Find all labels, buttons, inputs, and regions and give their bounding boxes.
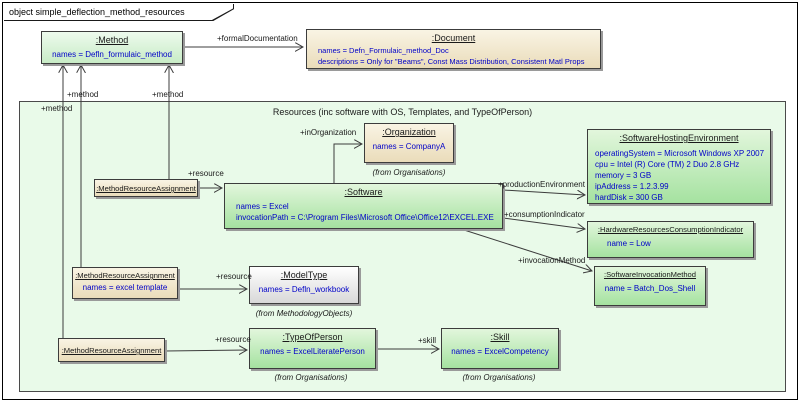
object-hosting-title: :SoftwareHostingEnvironment: [588, 130, 770, 143]
object-method-attr: names = Defln_formulaic_method: [42, 49, 182, 60]
object-document-attr: names = Defn_Formulaic_method_Doc: [307, 45, 600, 56]
diagram-tab: object simple_deflection_method_resource…: [4, 4, 234, 21]
object-software-invocation-method[interactable]: :SoftwareInvocationMethod name = Batch_D…: [594, 266, 706, 306]
object-organization-title: :Organization: [365, 124, 453, 137]
object-type-of-person-title: :TypeOfPerson: [250, 329, 375, 342]
label-invocation-method: +invocationMethod: [518, 256, 585, 265]
object-hw-indicator-attr: name = Low: [588, 238, 753, 249]
object-method-title: :Method: [42, 32, 182, 45]
object-type-of-person[interactable]: :TypeOfPerson names = ExcelLiteratePerso…: [249, 328, 376, 369]
label-resource: +resource: [188, 169, 224, 178]
object-skill-title: :Skill: [442, 329, 558, 342]
diagram-tab-title: object simple_deflection_method_resource…: [9, 4, 185, 20]
object-software-title: :Software: [225, 184, 502, 197]
label-method: +method: [41, 104, 72, 113]
skill-from-note: (from Organisations): [431, 373, 567, 382]
label-skill: +skill: [418, 336, 436, 345]
object-organization[interactable]: :Organization names = CompanyA: [364, 123, 454, 163]
object-invocation-attr: name = Batch_Dos_Shell: [595, 283, 705, 294]
label-production-environment: +productionEnvironment: [498, 180, 585, 189]
object-mra2-title: :MethodResourceAssignment: [73, 268, 177, 280]
object-hosting-attr: hardDisk = 300 GB: [588, 192, 770, 203]
object-software-hosting-environment[interactable]: :SoftwareHostingEnvironment operatingSys…: [587, 129, 771, 204]
type-of-person-from-note: (from Organisations): [241, 373, 381, 382]
object-skill-attr: names = ExcelCompetency: [442, 346, 558, 357]
object-mra1-title: :MethodResourceAssignment: [95, 180, 197, 193]
object-hw-indicator-title: :HardwareResourcesConsumptionIndicator: [588, 222, 753, 234]
object-model-type-attr: names = Defln_workbook: [250, 284, 358, 295]
label-consumption-indicator: +consumptionIndicator: [504, 210, 585, 219]
object-software[interactable]: :Software names = Excel invocationPath =…: [224, 183, 503, 229]
object-type-of-person-attr: names = ExcelLiteratePerson: [250, 346, 375, 357]
object-model-type-title: :ModelType: [250, 267, 358, 280]
resources-frame-label: Resources (inc software with OS, Templat…: [20, 107, 785, 117]
object-document[interactable]: :Document names = Defn_Formulaic_method_…: [306, 29, 601, 69]
organization-from-note: (from Organisations): [341, 168, 477, 177]
object-method-resource-assignment-1[interactable]: :MethodResourceAssignment: [94, 179, 198, 197]
label-resource: +resource: [216, 272, 252, 281]
object-hosting-attr: operatingSystem = Microsoft Windows XP 2…: [588, 148, 770, 159]
object-document-title: :Document: [307, 30, 600, 43]
label-in-organization: +inOrganization: [300, 128, 356, 137]
object-hardware-resources-consumption-indicator[interactable]: :HardwareResourcesConsumptionIndicator n…: [587, 221, 754, 258]
object-hosting-attr: ipAddress = 1.2.3.99: [588, 181, 770, 192]
object-invocation-title: :SoftwareInvocationMethod: [595, 267, 705, 279]
object-mra3-title: :MethodResourceAssignment: [59, 339, 164, 355]
object-software-attr: names = Excel: [225, 201, 502, 212]
object-skill[interactable]: :Skill names = ExcelCompetency: [441, 328, 559, 369]
object-method-resource-assignment-3[interactable]: :MethodResourceAssignment: [58, 338, 165, 362]
object-model-type[interactable]: :ModelType names = Defln_workbook: [249, 266, 359, 304]
object-software-attr: invocationPath = C:\Program Files\Micros…: [225, 212, 502, 223]
label-resource: +resource: [215, 335, 251, 344]
object-method[interactable]: :Method names = Defln_formulaic_method: [41, 31, 183, 64]
object-mra2-attr: names = excel template: [73, 282, 177, 293]
object-document-attr: descriptions = Only for "Beams", Const M…: [307, 56, 600, 67]
label-formal-documentation: +formalDocumentation: [217, 34, 298, 43]
object-method-resource-assignment-2[interactable]: :MethodResourceAssignment names = excel …: [72, 267, 178, 299]
object-organization-attr: names = CompanyA: [365, 141, 453, 152]
object-hosting-attr: memory = 3 GB: [588, 170, 770, 181]
label-method: +method: [152, 90, 183, 99]
object-hosting-attr: cpu = Intel (R) Core (TM) 2 Duo 2.8 GHz: [588, 159, 770, 170]
model-type-from-note: (from MethodologyObjects): [234, 309, 374, 318]
label-method: +method: [67, 90, 98, 99]
